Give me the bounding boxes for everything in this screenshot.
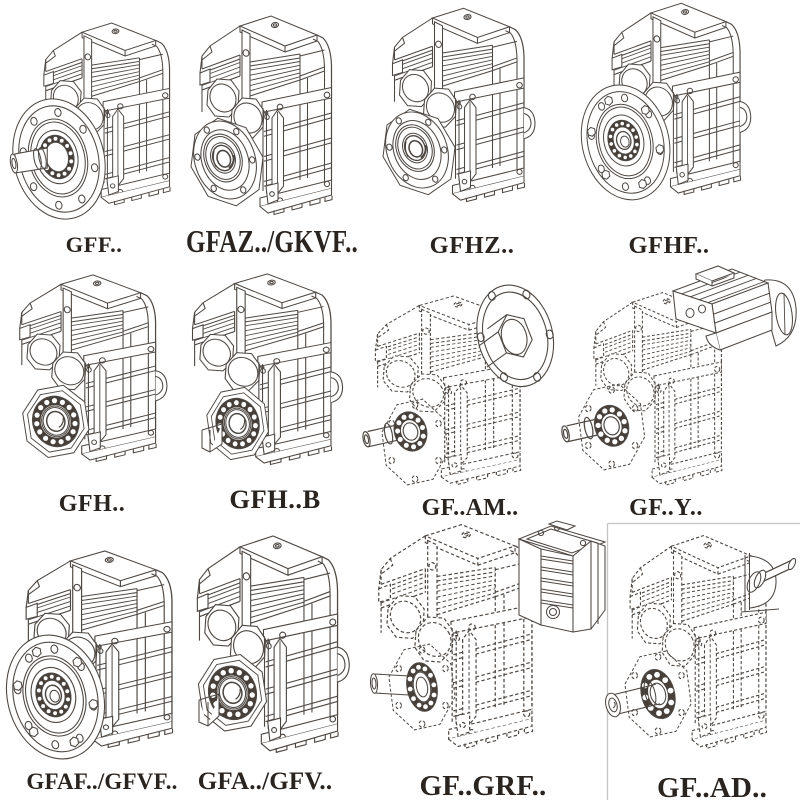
svg-text:GFHZ..: GFHZ.. [430, 232, 515, 259]
svg-text:GFA../GFV..: GFA../GFV.. [198, 768, 333, 795]
svg-text:GFF..: GFF.. [66, 232, 123, 257]
svg-text:GF..AM..: GF..AM.. [422, 495, 519, 521]
svg-text:GF..Y..: GF..Y.. [629, 495, 703, 521]
svg-text:GFAZ../GKVF..: GFAZ../GKVF.. [186, 224, 358, 260]
svg-text:GFH..: GFH.. [59, 491, 126, 517]
svg-text:GF..AD..: GF..AD.. [657, 772, 767, 800]
svg-text:GFH..B: GFH..B [229, 484, 320, 514]
svg-text:GFAF../GFVF..: GFAF../GFVF.. [26, 769, 177, 794]
svg-text:GFHF..: GFHF.. [628, 232, 709, 259]
svg-text:GF..GRF..: GF..GRF.. [420, 770, 547, 800]
